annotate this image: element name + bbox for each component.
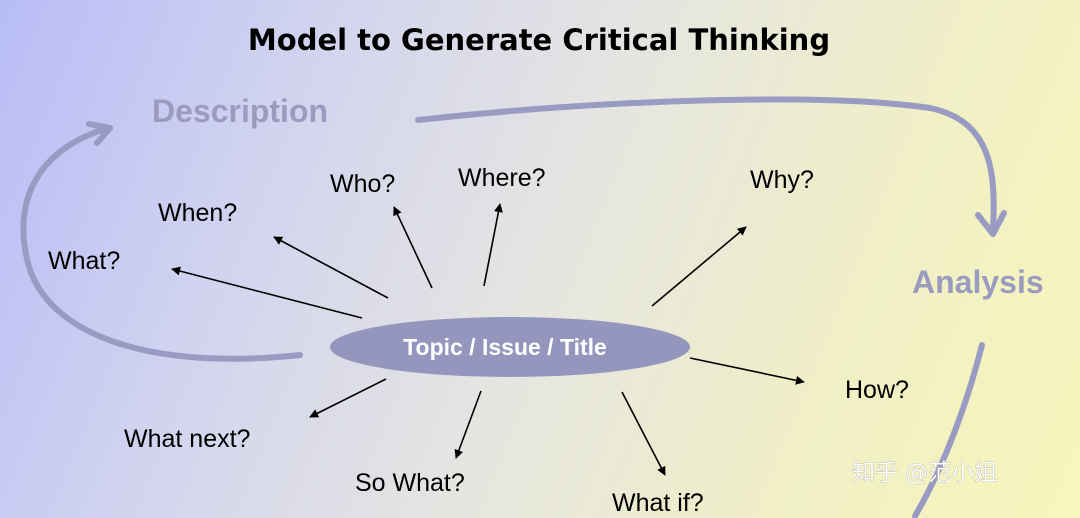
arrow-where xyxy=(483,203,503,287)
question-who: Who? xyxy=(330,170,395,198)
arrow-when xyxy=(273,236,389,299)
question-what-if: What if? xyxy=(612,489,704,517)
question-why: Why? xyxy=(750,166,814,194)
stage-label-analysis: Analysis xyxy=(912,264,1044,300)
question-what: What? xyxy=(48,247,120,275)
arrow-what-if xyxy=(621,391,666,476)
question-how: How? xyxy=(845,376,909,404)
center-topic-label: Topic / Issue / Title xyxy=(403,334,607,360)
watermark: 知乎 @范小姐 xyxy=(852,460,997,486)
arrow-who xyxy=(393,206,433,289)
return-to-description-arrowhead xyxy=(86,121,113,146)
question-so-what: So What? xyxy=(355,469,465,497)
question-where: Where? xyxy=(458,164,546,192)
description-to-analysis-arrow xyxy=(415,96,997,231)
return-to-description-arrow xyxy=(20,125,303,362)
center-topic-ellipse xyxy=(330,317,690,377)
stage-label-description: Description xyxy=(152,93,328,129)
arrow-why xyxy=(651,226,747,307)
question-when: When? xyxy=(158,199,237,227)
arrow-so-what xyxy=(454,390,482,459)
arrow-what-next xyxy=(309,378,387,418)
arrow-what xyxy=(171,266,363,319)
description-to-analysis-arrowhead xyxy=(975,210,1007,237)
question-what-next: What next? xyxy=(124,425,250,453)
diagram-title: Model to Generate Critical Thinking xyxy=(248,23,830,57)
arrow-how xyxy=(689,357,805,385)
analysis-exit-arrow xyxy=(912,342,985,518)
